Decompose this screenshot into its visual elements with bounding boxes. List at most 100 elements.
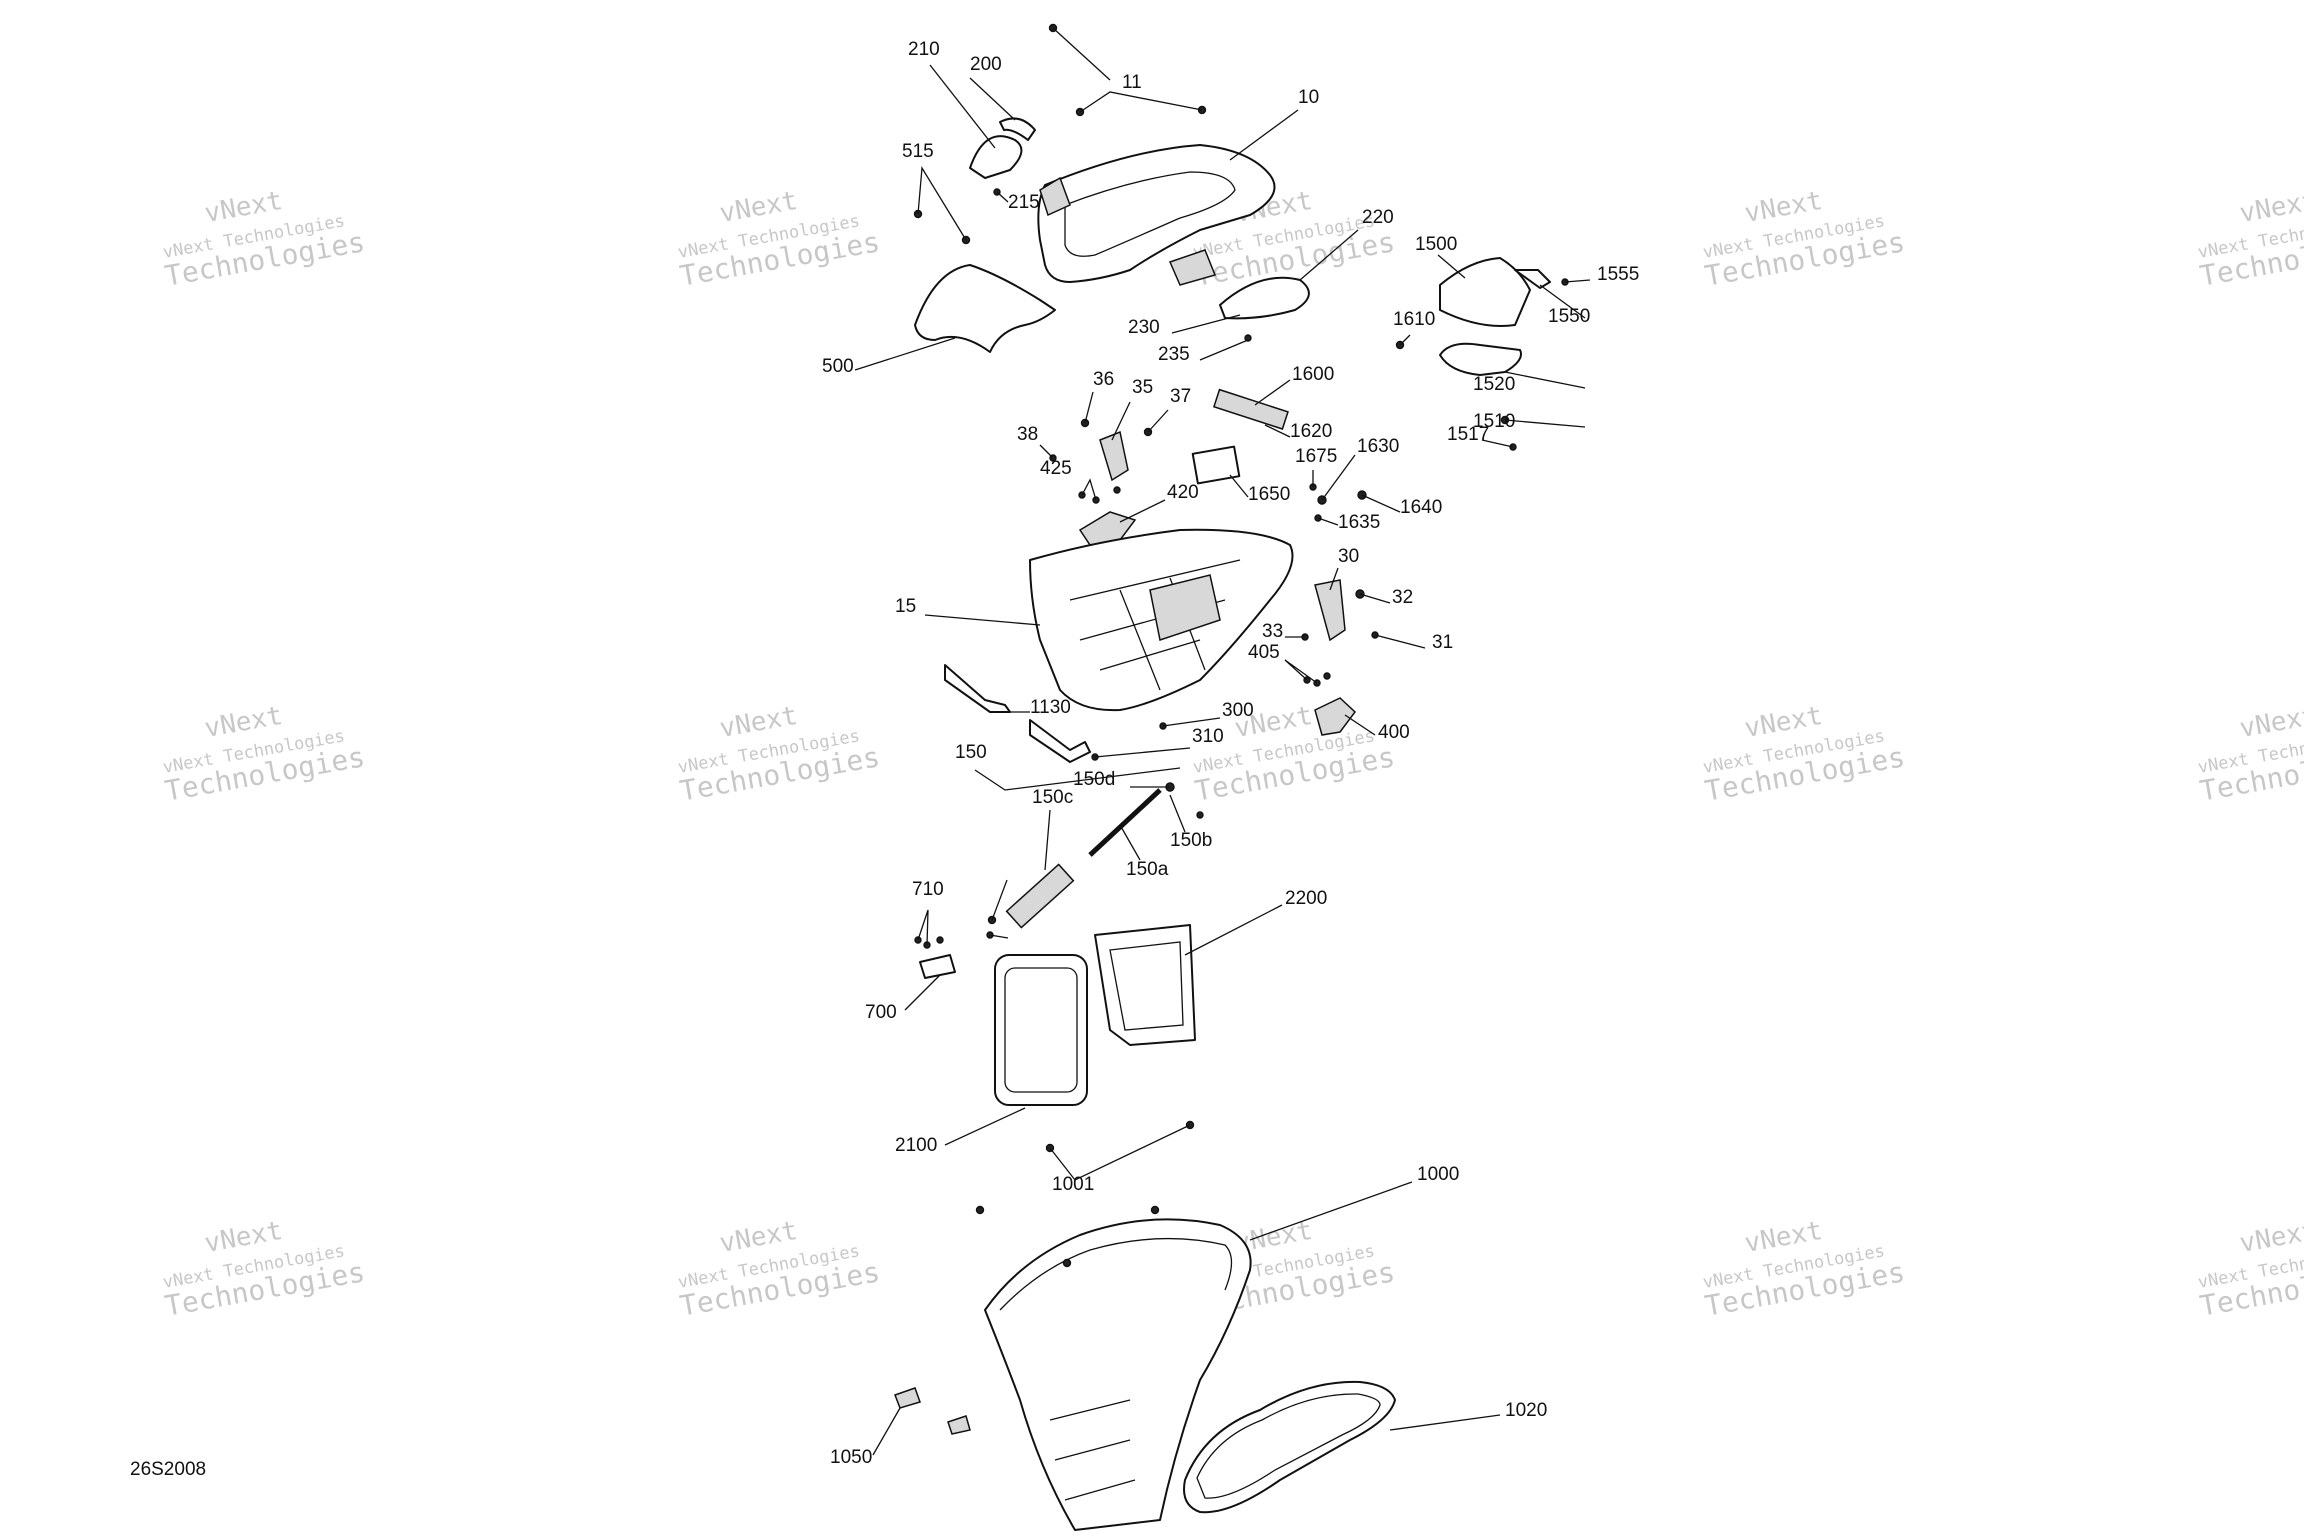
leader-38 [1039, 444, 1054, 459]
callout-1000: 1000 [1417, 1164, 1459, 1185]
callout-235: 235 [1158, 344, 1190, 365]
leader-32 [1359, 593, 1391, 604]
callout-11: 11 [1122, 72, 1142, 93]
callout-1635: 1635 [1338, 512, 1380, 533]
parts-layer [894, 117, 1551, 1531]
callout-1620: 1620 [1290, 421, 1332, 442]
leader-500 [854, 337, 956, 371]
leader-1000 [1249, 1181, 1413, 1241]
leader-150b-bottom [989, 934, 1009, 939]
part-1020-gasket-inner [1196, 1393, 1381, 1499]
screw-710-c [936, 936, 944, 944]
callout-1610: 1610 [1393, 309, 1435, 330]
leader-1520 [1504, 371, 1586, 389]
screw-1001-d [1150, 1205, 1160, 1215]
part-30-hinge [1314, 579, 1346, 642]
callout-1650: 1650 [1248, 484, 1290, 505]
callout-10: 10 [1298, 87, 1319, 108]
callout-2200: 2200 [1285, 888, 1327, 909]
leader-150b-top [1169, 794, 1186, 833]
callout-710: 710 [912, 879, 944, 900]
part-2200-inner [1109, 941, 1184, 1031]
watermark-line1: vNext [1742, 1216, 1824, 1259]
leader-11-b [1079, 91, 1203, 113]
callout-150a: 150a [1126, 859, 1169, 880]
leader-2100 [944, 1107, 1026, 1146]
watermark-line1: vNext [202, 701, 284, 744]
callout-1555: 1555 [1597, 264, 1639, 285]
callout-36: 36 [1093, 369, 1114, 390]
screw-150b-top [1196, 811, 1204, 819]
leader-1635 [1317, 517, 1339, 526]
leader-300 [1162, 717, 1221, 727]
leader-150d-bottom [991, 879, 1008, 921]
callout-300: 300 [1222, 700, 1254, 721]
part-1500-tail-cover [1439, 257, 1531, 327]
callout-425: 425 [1040, 458, 1072, 479]
callout-200: 200 [970, 54, 1002, 75]
watermark-line1: vNext [202, 186, 284, 229]
callout-label-layer: 1011153031323335363738150150a150b150c150… [822, 39, 1639, 1468]
part-10-inner [1064, 171, 1236, 257]
part-220-cover [1219, 276, 1310, 320]
callout-420: 420 [1167, 482, 1199, 503]
callout-15: 15 [895, 596, 916, 617]
watermark-line1: vNext [1742, 701, 1824, 744]
leader-1620 [1264, 424, 1291, 438]
watermark-line1: vNext [2237, 701, 2304, 744]
part-1050-clip-2 [947, 1415, 971, 1435]
part-1020-gasket [1183, 1380, 1396, 1514]
part-700-bracket [919, 954, 956, 979]
leader-1630 [1321, 454, 1356, 501]
leader-1020 [1389, 1414, 1501, 1431]
callout-1130: 1130 [1030, 697, 1071, 718]
part-420-hinge [1078, 511, 1137, 546]
leader-215 [996, 191, 1009, 203]
leader-line-layer [854, 27, 1591, 1456]
part-1520-seal [1439, 342, 1522, 376]
leader-15 [924, 614, 1041, 626]
leader-150a [1119, 824, 1141, 861]
leader-700 [904, 974, 941, 1011]
part-1130-strap-left [944, 664, 1011, 713]
leader-1640 [1361, 494, 1401, 513]
callout-400: 400 [1378, 722, 1410, 743]
screw-425-c [1113, 486, 1121, 494]
leader-1550 [1539, 284, 1586, 319]
callout-310: 310 [1192, 726, 1224, 747]
part-1600-latch [1212, 388, 1289, 430]
part-10-bracket-right [1168, 249, 1217, 286]
leader-31 [1374, 634, 1426, 649]
leader-210 [929, 64, 996, 149]
leader-420 [1119, 499, 1166, 523]
callout-1675: 1675 [1295, 446, 1337, 467]
callout-31: 31 [1432, 632, 1453, 653]
callout-150c: 150c [1032, 787, 1073, 808]
leader-425 [1081, 478, 1097, 501]
part-2100-cushion [994, 954, 1088, 1106]
leader-230 [1171, 314, 1241, 334]
callout-38: 38 [1017, 424, 1038, 445]
screw-1001-e [1062, 1258, 1072, 1268]
leader-400 [1344, 714, 1376, 736]
part-1000-rim [999, 1237, 1233, 1311]
leader-1050 [872, 1407, 901, 1456]
watermark-line1: vNext [2237, 186, 2304, 229]
document-code: 26S2008 [130, 1459, 206, 1480]
part-1050-clip-1 [894, 1387, 921, 1409]
callout-33: 33 [1262, 621, 1283, 642]
callout-1500: 1500 [1415, 234, 1457, 255]
leader-10 [1229, 109, 1299, 161]
watermark-line1: vNext [2237, 1216, 2304, 1259]
part-500-front-cowl [914, 264, 1056, 353]
callout-405: 405 [1248, 642, 1280, 663]
leader-1600 [1254, 379, 1291, 406]
